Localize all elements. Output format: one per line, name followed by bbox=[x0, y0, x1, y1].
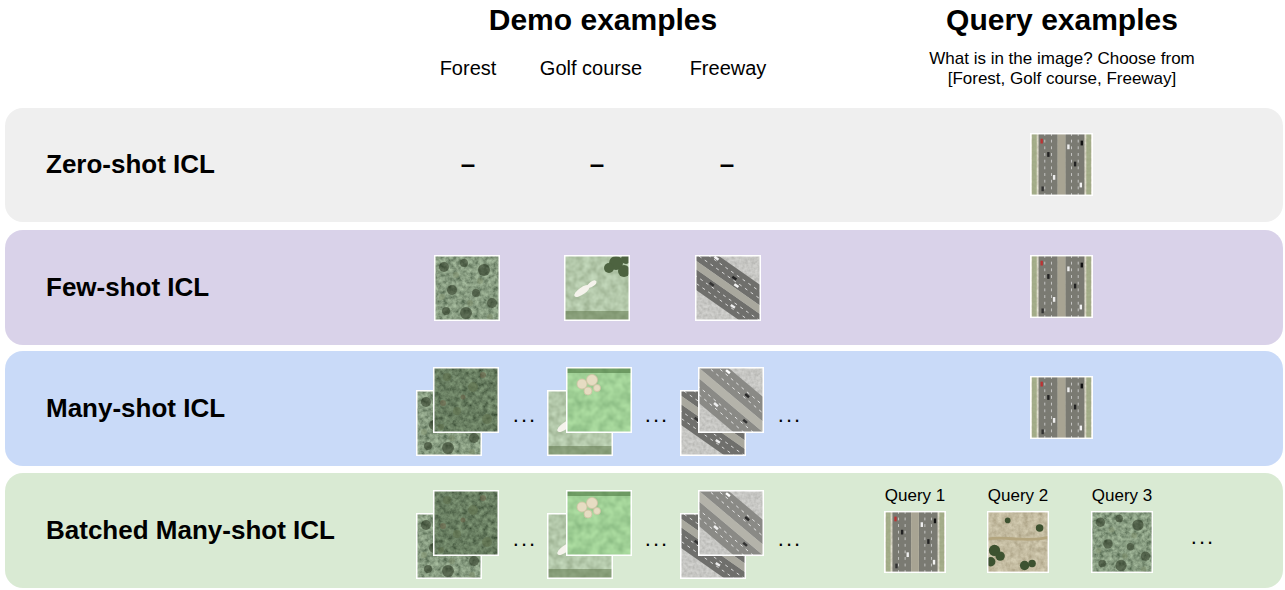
satellite-image bbox=[668, 351, 794, 458]
empty-marker: – bbox=[590, 149, 604, 180]
satellite-image bbox=[1030, 133, 1093, 196]
empty-marker: – bbox=[461, 149, 475, 180]
satellite-image bbox=[1030, 255, 1093, 318]
row-title: Few-shot ICL bbox=[46, 272, 209, 303]
row-band: Batched Many-shot ICL......... Query 1 Que… bbox=[5, 473, 1283, 588]
query-label: Query 1 bbox=[885, 486, 945, 506]
satellite-image bbox=[986, 511, 1049, 573]
satellite-image bbox=[668, 473, 794, 581]
row-title: Many-shot ICL bbox=[46, 393, 225, 424]
row-band: Few-shot ICL bbox=[5, 230, 1283, 345]
query-label: Query 2 bbox=[988, 486, 1048, 506]
instruction-text: What is in the image? Choose from [Fores… bbox=[907, 49, 1217, 90]
section-heading: Query examples bbox=[946, 2, 1178, 38]
ellipsis: ... bbox=[645, 526, 669, 552]
satellite-image bbox=[566, 490, 632, 556]
query-label: Query 3 bbox=[1092, 486, 1152, 506]
ellipsis: ... bbox=[513, 402, 537, 428]
ellipsis: ... bbox=[513, 526, 537, 552]
satellite-image bbox=[566, 367, 632, 433]
satellite-image bbox=[433, 367, 499, 433]
satellite-image bbox=[665, 235, 792, 341]
satellite-image bbox=[1091, 511, 1153, 573]
satellite-image bbox=[433, 490, 499, 556]
row-title: Zero-shot ICL bbox=[46, 149, 215, 180]
class-label: Golf course bbox=[540, 56, 642, 80]
row-band: Many-shot ICL......... bbox=[5, 351, 1283, 466]
satellite-image bbox=[884, 511, 946, 573]
row-title: Batched Many-shot ICL bbox=[46, 515, 335, 546]
empty-marker: – bbox=[720, 149, 734, 180]
ellipsis: ... bbox=[778, 402, 802, 428]
ellipsis: ... bbox=[778, 526, 802, 552]
ellipsis: ... bbox=[645, 402, 669, 428]
row-band: Zero-shot ICL – – – bbox=[5, 108, 1283, 222]
class-label: Forest bbox=[440, 56, 497, 80]
class-label: Freeway bbox=[690, 56, 767, 80]
satellite-image bbox=[434, 255, 500, 321]
ellipsis: ... bbox=[1191, 524, 1215, 550]
satellite-image bbox=[564, 254, 631, 321]
section-heading: Demo examples bbox=[489, 2, 717, 38]
satellite-image bbox=[1030, 376, 1093, 439]
